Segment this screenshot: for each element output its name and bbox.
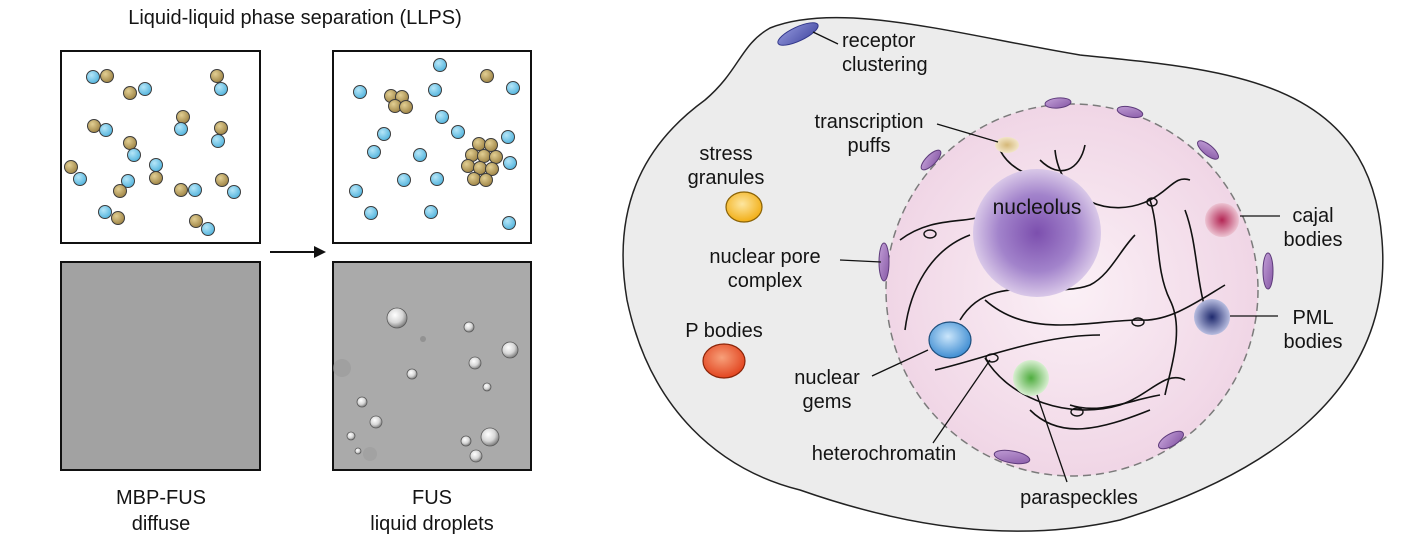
diffuse-label-line2: diffuse [131, 513, 191, 535]
transition-arrow [270, 246, 326, 258]
pml-label-line1: PML [1292, 307, 1334, 329]
stress-label-line1: stress [699, 143, 753, 165]
paraspeckle [1013, 360, 1049, 396]
receptor [777, 22, 819, 46]
receptor-label-line1: receptor [842, 30, 916, 52]
heterochromatin-knots [923, 197, 1158, 417]
nucleolus-body [973, 169, 1101, 297]
gems-label-line2: gems [802, 391, 852, 413]
diffuse-label-line1: MBP-FUS [116, 487, 206, 509]
droplets-label-line2: liquid droplets [370, 513, 494, 535]
cajal-label-line2: bodies [1283, 229, 1343, 251]
stress-label-line2: granules [687, 167, 765, 189]
heterochromatin-label: heterochromatin [811, 443, 957, 465]
nuclear-pores [878, 97, 1274, 465]
nuclear-gem [928, 321, 972, 359]
droplet-particles [349, 58, 520, 230]
npc-label-line1: nuclear pore [709, 246, 821, 268]
stress-granule [725, 191, 763, 223]
npc-label-line2: complex [727, 270, 803, 292]
receptor-label-line2: clustering [842, 54, 928, 76]
droplets-label-line1: FUS [412, 487, 452, 509]
transcription-puff [995, 137, 1019, 153]
nucleus [885, 103, 1259, 477]
pml-label-line2: bodies [1283, 331, 1343, 353]
pml-body [1194, 299, 1230, 335]
paraspeckles-label: paraspeckles [1020, 487, 1138, 509]
pbodies-label: P bodies [685, 320, 763, 342]
nucleolus-label: nucleolus [992, 196, 1082, 219]
leader-lines [812, 31, 1280, 483]
transcription-label-line2: puffs [847, 135, 891, 157]
cajal-label-line1: cajal [1292, 205, 1334, 227]
llps-title: Liquid-liquid phase separation (LLPS) [128, 7, 462, 29]
diffuse-particles [64, 69, 241, 236]
micrograph-droplets [333, 307, 519, 463]
diffuse-micrograph [60, 261, 261, 471]
cajal-body [1205, 203, 1239, 237]
transcription-label-line1: transcription [814, 111, 924, 133]
p-body [702, 343, 746, 379]
gems-label-line1: nuclear [794, 367, 860, 389]
